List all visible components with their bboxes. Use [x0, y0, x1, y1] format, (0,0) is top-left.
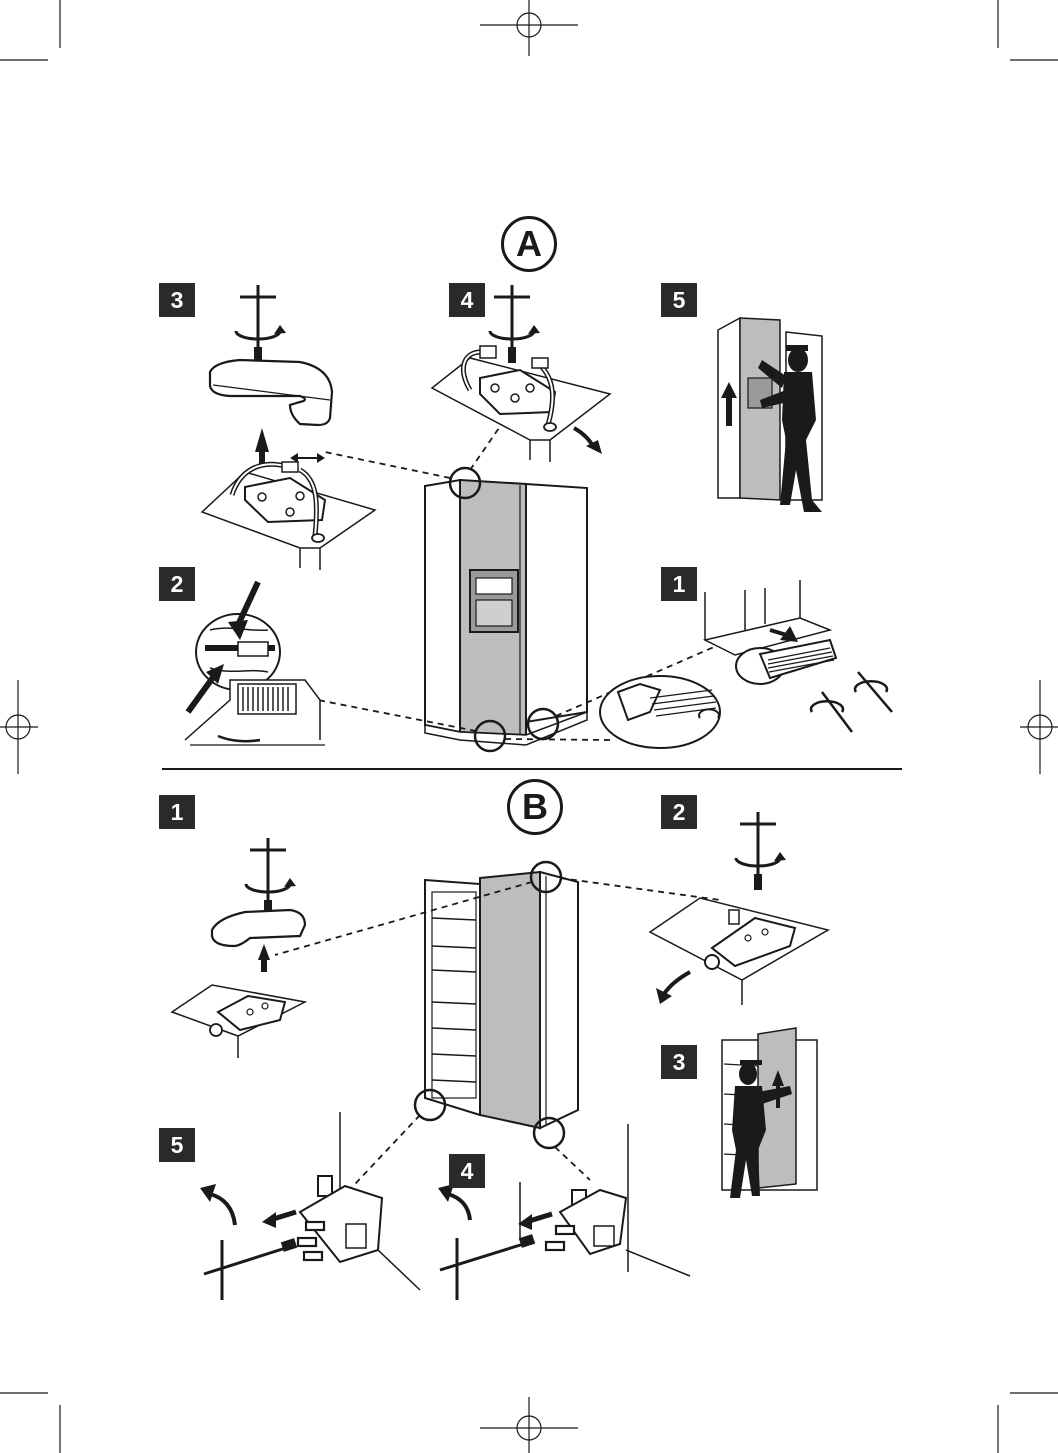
- section-a-marker: A: [501, 216, 557, 272]
- step-b5-number: 5: [159, 1128, 195, 1162]
- step-a3-number: 3: [159, 283, 195, 317]
- section-b-marker: B: [507, 779, 563, 835]
- detail-callout-circles-b: [413, 860, 566, 1150]
- step-b5-illustration: [200, 1112, 421, 1300]
- person-silhouette-icon: [730, 1060, 792, 1198]
- step-a5-illustration: [717, 316, 823, 512]
- step-b2-number: 2: [661, 795, 697, 829]
- step-a5-number: 5: [661, 283, 697, 317]
- step-a4-number: 4: [449, 283, 485, 317]
- fridge-a-illustration: [424, 478, 588, 746]
- step-a2-illustration: [184, 580, 325, 746]
- step-b4-number: 4: [449, 1154, 485, 1188]
- step-b4-illustration: [438, 1124, 691, 1300]
- step-b3-illustration: [721, 1027, 818, 1198]
- step-a3-illustration: [200, 283, 377, 570]
- step-a1-number: 1: [661, 567, 697, 601]
- step-a1-illustration: [599, 580, 893, 749]
- step-b1-illustration: [170, 836, 308, 1058]
- fridge-b-illustration: [424, 870, 579, 1130]
- step-a4-illustration: [430, 283, 612, 462]
- step-b3-number: 3: [661, 1045, 697, 1079]
- step-a2-number: 2: [159, 567, 195, 601]
- step-b1-number: 1: [159, 795, 195, 829]
- leader-lines-b: [274, 877, 721, 1201]
- person-silhouette-icon: [758, 345, 822, 512]
- step-b2-illustration: [648, 810, 830, 1005]
